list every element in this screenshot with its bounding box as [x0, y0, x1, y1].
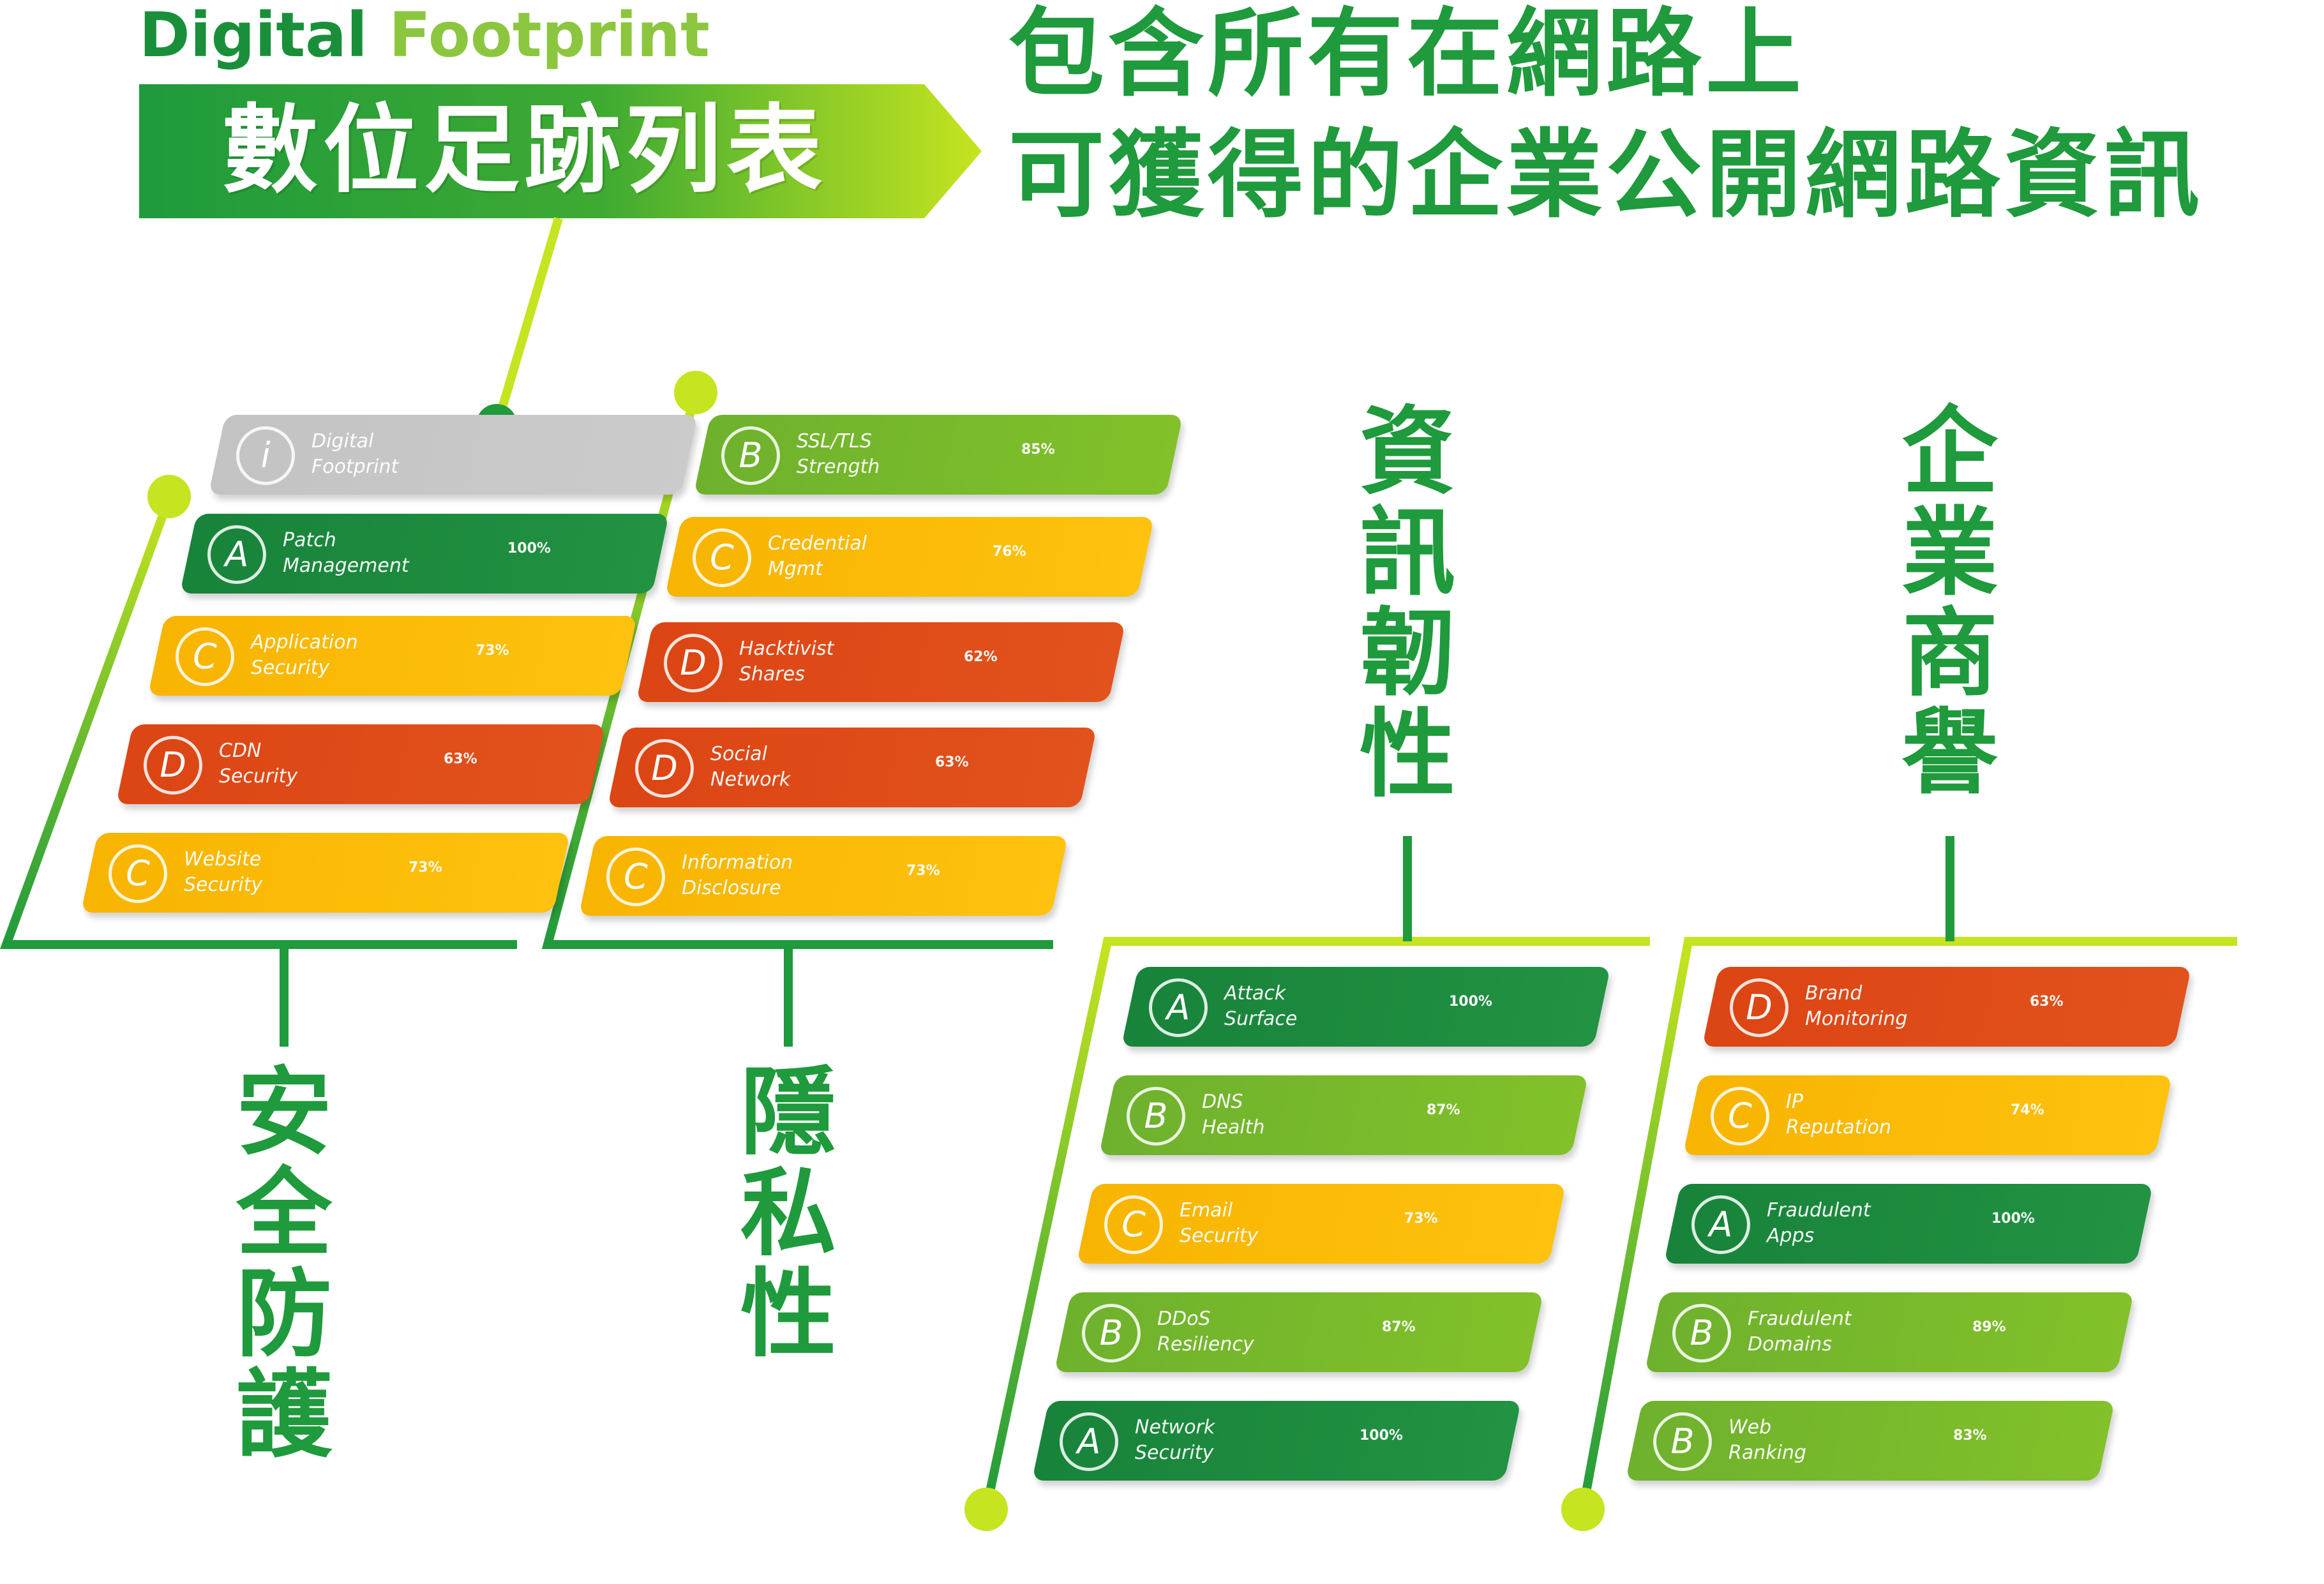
category-label-reputation: 企業商譽: [1901, 397, 1998, 811]
grade-badge: B: [721, 426, 780, 485]
category-label-security: 安全防護: [236, 1057, 332, 1471]
title-banner: 數位足跡列表: [139, 84, 982, 218]
card-percent: 74%: [2011, 1102, 2044, 1118]
card-percent: 89%: [1972, 1319, 2006, 1335]
card-percent: 83%: [1953, 1428, 1987, 1444]
card-percent: 100%: [507, 541, 551, 557]
banner-title: 數位足跡列表: [222, 95, 828, 206]
grade-badge: D: [664, 634, 723, 692]
card-percent: 73%: [409, 860, 442, 876]
banner-connector: [493, 217, 563, 424]
grade-badge: C: [176, 627, 234, 686]
grade-badge: B: [1127, 1087, 1185, 1146]
grade-badge: C: [1711, 1087, 1769, 1146]
card-percent: 76%: [993, 544, 1026, 560]
grade-badge: C: [109, 844, 167, 903]
grade-badge: B: [1672, 1304, 1731, 1363]
card-percent: 73%: [476, 643, 509, 659]
card-percent: 73%: [906, 863, 940, 879]
card-percent: 87%: [1382, 1319, 1416, 1335]
grade-badge: C: [693, 528, 751, 587]
card-percent: 100%: [1360, 1428, 1403, 1444]
headline-line-2: 可獲得的企業公開網路資訊: [1008, 120, 2204, 231]
card-percent: 63%: [2030, 994, 2064, 1010]
card-percent: 100%: [1991, 1211, 2035, 1227]
card-percent: 63%: [935, 754, 969, 770]
grade-badge: A: [207, 525, 266, 584]
grade-badge: B: [1082, 1304, 1141, 1363]
brand-title-en: Digital Footprint: [139, 0, 710, 70]
grade-badge: A: [1691, 1195, 1750, 1254]
grade-badge: D: [1730, 978, 1788, 1037]
grade-badge: A: [1060, 1412, 1118, 1471]
grade-badge: C: [606, 848, 665, 906]
card-percent: 87%: [1427, 1102, 1460, 1118]
card-percent: 63%: [444, 751, 477, 767]
card-percent: 100%: [1449, 994, 1492, 1010]
headline-line-1: 包含所有在網路上: [1008, 0, 1806, 110]
card-percent: 85%: [1021, 442, 1055, 458]
category-label-privacy: 隱私性: [740, 1057, 836, 1370]
grade-badge: D: [635, 739, 694, 798]
grade-badge: A: [1149, 978, 1208, 1037]
card-percent: 62%: [964, 649, 998, 665]
banner-arrow-shape: [139, 84, 982, 218]
grade-badge: i: [236, 426, 295, 485]
grade-badge: D: [144, 736, 202, 795]
grade-badge: C: [1104, 1195, 1163, 1254]
category-label-resilience: 資訊韌性: [1359, 397, 1455, 811]
card-percent: 73%: [1404, 1211, 1438, 1227]
brand-word-digital: Digital: [139, 0, 368, 71]
grade-badge: B: [1653, 1412, 1712, 1471]
brand-word-footprint: Footprint: [389, 0, 710, 71]
